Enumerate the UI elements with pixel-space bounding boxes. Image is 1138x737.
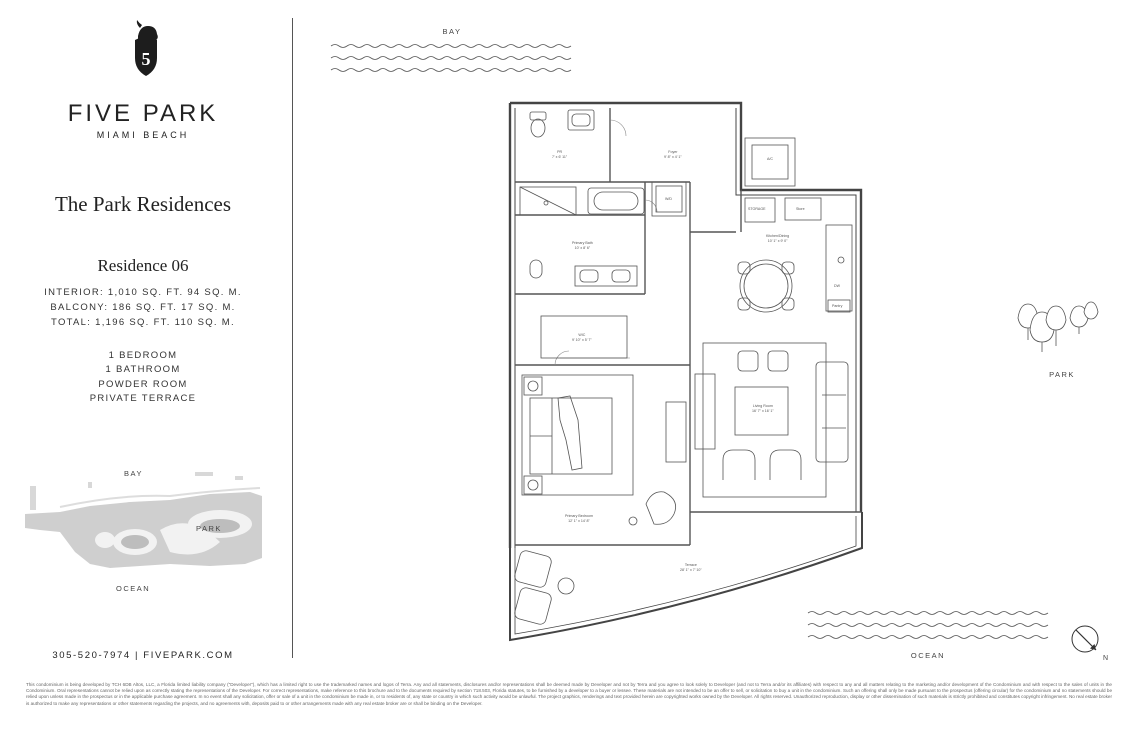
column-divider: [292, 18, 293, 658]
key-map: BAY PARK OCEAN: [20, 462, 270, 602]
north-arrow-icon: [1071, 625, 1099, 653]
brand-location: MIAMI BEACH: [96, 130, 190, 140]
project-title: The Park Residences: [54, 192, 232, 216]
area-balcony: BALCONY: 186 SQ. FT. 17 SQ. M.: [50, 302, 236, 313]
kitchen-counter: [825, 224, 853, 313]
keymap-bay-label: BAY: [124, 469, 143, 478]
bay-waves: [330, 44, 572, 72]
room-storage: STORAGE: [748, 207, 766, 211]
room-ac: A/C: [767, 157, 773, 161]
powder-room-fixtures: [529, 109, 595, 138]
ocean-waves: [807, 611, 1049, 639]
legal-disclaimer: This condominium is being developed by T…: [26, 682, 1112, 706]
terrace-furniture: [514, 550, 575, 625]
bedroom-furniture: [521, 374, 687, 526]
walk-in-closet: [540, 315, 628, 359]
room-store: Store: [796, 207, 805, 211]
bath-fixtures: [519, 186, 645, 287]
ocean-label: OCEAN: [911, 651, 945, 660]
park-trees: [1017, 301, 1099, 352]
living-furniture: [694, 342, 849, 498]
door-swings: [554, 119, 658, 366]
storage-closets: [744, 197, 822, 223]
ac-closet: [744, 137, 796, 187]
area-interior: INTERIOR: 1,010 SQ. FT. 94 SQ. M.: [44, 287, 242, 298]
area-total: TOTAL: 1,196 SQ. FT. 110 SQ. M.: [51, 317, 235, 328]
dining-table: [737, 259, 795, 313]
interior-walls: [515, 108, 861, 546]
feature-bathroom: 1 BATHROOM: [105, 364, 181, 375]
park-label: PARK: [1049, 370, 1075, 379]
keymap-ocean-label: OCEAN: [116, 584, 151, 593]
elephant-shield-logo-icon: 5: [135, 20, 158, 76]
exterior-walls: [508, 101, 863, 548]
brand-name: FIVE PARK: [67, 100, 219, 127]
bay-label: BAY: [443, 27, 462, 36]
logo-letter: 5: [142, 49, 151, 69]
info-panel: 5 FIVE PARK MIAMI BEACH The Park Residen…: [20, 0, 266, 660]
feature-bedroom: 1 BEDROOM: [108, 350, 178, 361]
terrace-boundary: [509, 512, 863, 642]
feature-terrace: PRIVATE TERRACE: [89, 393, 197, 404]
room-pantry: Pantry: [832, 304, 843, 308]
residence-name: Residence 06: [97, 256, 189, 275]
keymap-park-label: PARK: [196, 524, 222, 533]
site-key-map: [25, 472, 262, 568]
room-dw: DW: [834, 284, 840, 288]
washer-dryer: [651, 181, 687, 217]
feature-powder-room: POWDER ROOM: [98, 379, 188, 390]
contact-info: 305-520-7974 | FIVEPARK.COM: [52, 650, 234, 661]
room-wd: W/D: [665, 197, 672, 201]
north-label: N: [1103, 655, 1108, 662]
